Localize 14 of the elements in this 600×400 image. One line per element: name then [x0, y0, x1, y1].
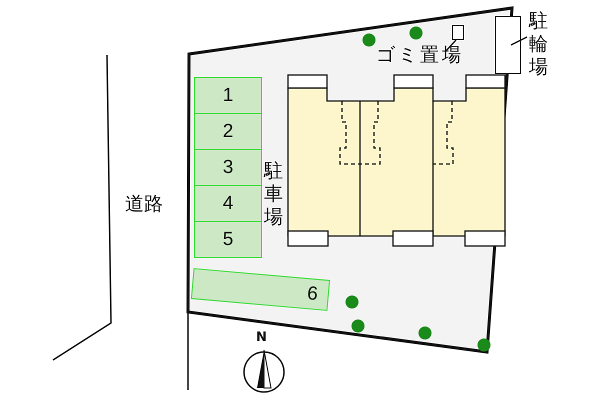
- leader-line: [510, 36, 528, 46]
- area-label: ゴミ置場: [376, 44, 464, 66]
- bicycle-parking-box: [495, 16, 521, 74]
- road-label: 道路: [125, 193, 163, 215]
- parking-space: 5: [194, 221, 262, 258]
- parking-space: 2: [194, 113, 262, 150]
- parking-space: 4: [194, 185, 262, 222]
- north-label: N: [256, 331, 267, 345]
- area-label: 駐輪場: [528, 10, 549, 79]
- leader-line: [444, 40, 456, 52]
- area-label: 駐車場: [263, 160, 284, 229]
- parking-space: 3: [194, 149, 262, 186]
- parking-space: 1: [194, 77, 262, 114]
- garbage-area-box: [452, 25, 464, 40]
